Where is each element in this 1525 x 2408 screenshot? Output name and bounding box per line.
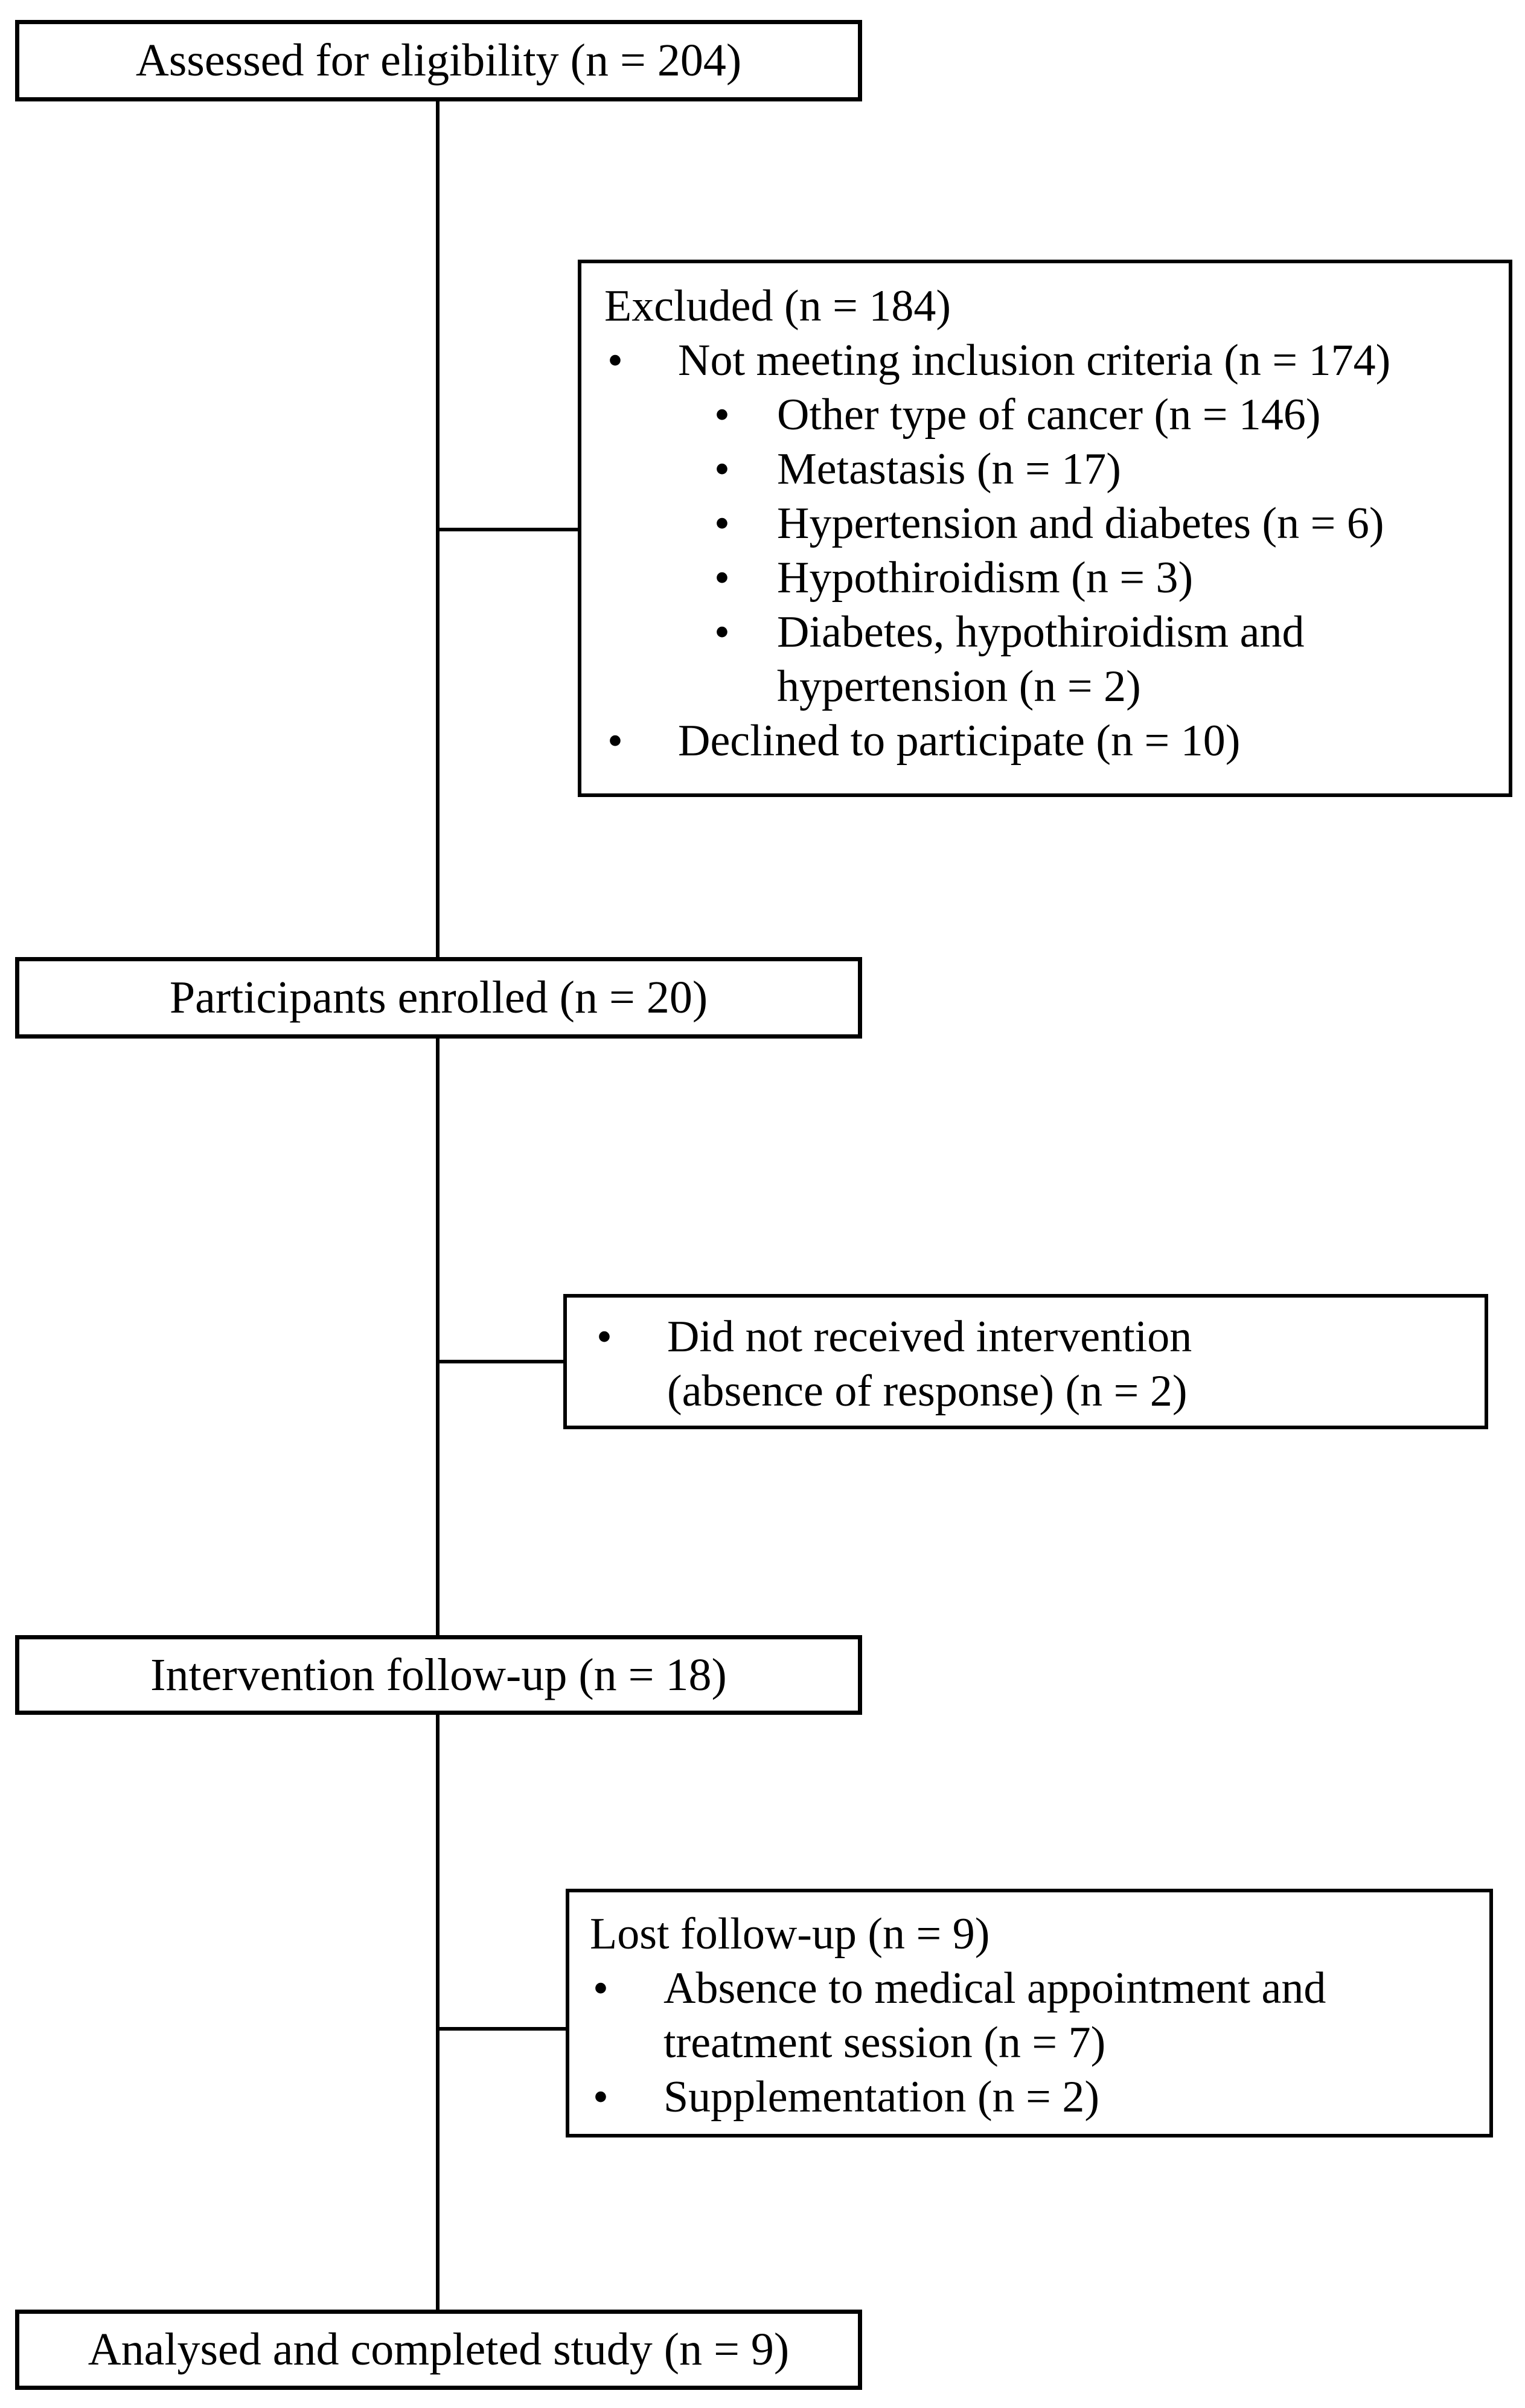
excluded-item-hypertension-diabetes-text: Hypertension and diabetes (n = 6) — [777, 499, 1384, 548]
excluded-item-other-cancer: • Other type of cancer (n = 146) — [714, 388, 1500, 442]
assessed-label: Assessed for eligibility (n = 204) — [135, 35, 742, 86]
not-received-item: • Did not received intervention (absence… — [593, 1310, 1476, 1418]
box-assessed-for-eligibility: Assessed for eligibility (n = 204) — [15, 20, 862, 101]
lost-item-supplementation-text: Supplementation (n = 2) — [663, 2072, 1100, 2122]
excluded-item-hypertension-diabetes: • Hypertension and diabetes (n = 6) — [714, 496, 1500, 551]
box-lost-follow-up: Lost follow-up (n = 9) • Absence to medi… — [566, 1889, 1493, 2137]
bullet-icon: • — [593, 2072, 609, 2122]
analysed-label: Analysed and completed study (n = 9) — [88, 2324, 790, 2375]
lost-title: Lost follow-up (n = 9) — [590, 1909, 990, 1959]
box-did-not-receive-intervention: • Did not received intervention (absence… — [563, 1294, 1488, 1429]
bullet-icon: • — [714, 444, 730, 494]
connector-branch-excluded — [438, 528, 580, 531]
excluded-item-metastasis-text: Metastasis (n = 17) — [777, 444, 1121, 494]
excluded-item-other-cancer-text: Other type of cancer (n = 146) — [777, 390, 1321, 440]
box-excluded: Excluded (n = 184) • Not meeting inclusi… — [578, 260, 1512, 797]
excluded-item-not-meeting-text: Not meeting inclusion criteria (n = 174) — [678, 336, 1391, 385]
bullet-icon: • — [714, 607, 730, 657]
box-analysed-completed: Analysed and completed study (n = 9) — [15, 2310, 862, 2390]
bullet-icon: • — [607, 336, 623, 385]
bullet-icon: • — [607, 716, 623, 766]
bullet-icon: • — [714, 499, 730, 548]
bullet-icon: • — [596, 1312, 612, 1362]
followup-label: Intervention follow-up (n = 18) — [150, 1649, 727, 1700]
bullet-icon: • — [714, 390, 730, 440]
lost-item-absence-text: Absence to medical appointment and treat… — [663, 1964, 1326, 2067]
bullet-icon: • — [593, 1964, 609, 2013]
connector-main-vertical-line — [436, 101, 440, 2311]
excluded-item-declined-text: Declined to participate (n = 10) — [678, 716, 1241, 766]
connector-branch-not-received — [438, 1360, 565, 1363]
excluded-item-hypothiroidism-text: Hypothiroidism (n = 3) — [777, 553, 1194, 603]
excluded-item-metastasis: • Metastasis (n = 17) — [714, 442, 1500, 496]
box-participants-enrolled: Participants enrolled (n = 20) — [15, 957, 862, 1039]
excluded-item-declined: • Declined to participate (n = 10) — [604, 714, 1500, 768]
excluded-item-hypothiroidism: • Hypothiroidism (n = 3) — [714, 551, 1500, 605]
bullet-icon: • — [714, 553, 730, 603]
enrolled-label: Participants enrolled (n = 20) — [169, 972, 708, 1023]
excluded-item-diabetes-combo-text: Diabetes, hypothiroidism and hypertensio… — [777, 607, 1305, 711]
excluded-title: Excluded (n = 184) — [604, 281, 951, 331]
lost-item-absence: • Absence to medical appointment and tre… — [590, 1961, 1481, 2070]
excluded-item-not-meeting: • Not meeting inclusion criteria (n = 17… — [604, 333, 1500, 388]
connector-branch-lost-followup — [438, 2027, 567, 2031]
excluded-item-diabetes-combo: • Diabetes, hypothiroidism and hypertens… — [714, 605, 1500, 714]
not-received-item-text: Did not received intervention (absence o… — [667, 1312, 1192, 1416]
lost-item-supplementation: • Supplementation (n = 2) — [590, 2070, 1481, 2124]
box-intervention-follow-up: Intervention follow-up (n = 18) — [15, 1635, 862, 1715]
